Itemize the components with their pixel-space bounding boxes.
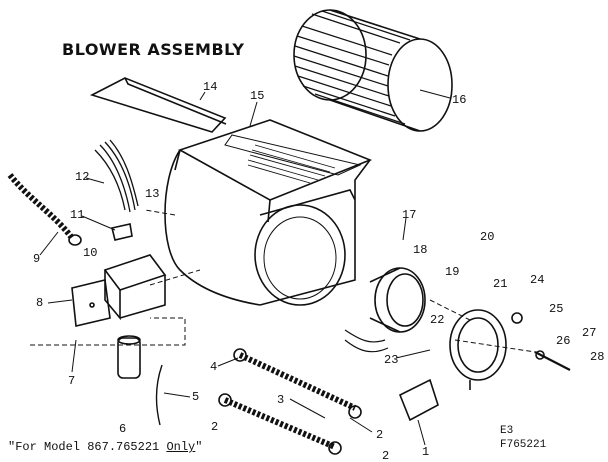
blower-motor bbox=[344, 267, 426, 353]
callout-2a: 2 bbox=[211, 420, 218, 434]
callout-3: 3 bbox=[277, 393, 284, 407]
callout-21: 21 bbox=[493, 277, 507, 291]
control-box bbox=[103, 223, 167, 321]
diagram-title: BLOWER ASSEMBLY bbox=[62, 40, 245, 59]
callout-28: 28 bbox=[590, 350, 604, 364]
blower-wheel bbox=[293, 9, 453, 132]
code-line-2: F765221 bbox=[500, 439, 547, 451]
callout-24: 24 bbox=[530, 273, 544, 287]
callout-2b: 2 bbox=[376, 428, 383, 442]
callout-2c: 2 bbox=[382, 449, 389, 462]
capacitor bbox=[117, 335, 141, 379]
callout-1: 1 bbox=[422, 445, 429, 459]
flex-conduit bbox=[7, 173, 82, 246]
footnote-suffix: " bbox=[195, 440, 203, 454]
motor-mount-arms bbox=[218, 348, 362, 455]
blower-housing bbox=[164, 119, 373, 306]
code-line-1: E3 bbox=[500, 425, 514, 437]
callout-5: 5 bbox=[192, 390, 199, 404]
callout-10: 10 bbox=[83, 246, 97, 260]
callout-12: 12 bbox=[75, 170, 89, 184]
callout-19: 19 bbox=[445, 265, 459, 279]
footnote-prefix: "For Model 867.765221 bbox=[8, 440, 167, 454]
callout-27: 27 bbox=[582, 326, 596, 340]
callout-14: 14 bbox=[203, 80, 217, 94]
model-footnote: "For Model 867.765221 Only" bbox=[8, 440, 202, 454]
callout-18: 18 bbox=[413, 243, 427, 257]
callout-8: 8 bbox=[36, 296, 43, 310]
motor-band bbox=[449, 309, 507, 390]
assembly-lines bbox=[30, 209, 536, 353]
callout-13: 13 bbox=[145, 187, 159, 201]
callout-26: 26 bbox=[556, 334, 570, 348]
cutoff-plate bbox=[89, 77, 227, 133]
capacitor-strap bbox=[155, 364, 163, 426]
wiring-harness bbox=[94, 139, 139, 213]
callout-7: 7 bbox=[68, 374, 75, 388]
callout-25: 25 bbox=[549, 302, 563, 316]
callout-9: 9 bbox=[33, 252, 40, 266]
mounting-bracket bbox=[71, 279, 111, 327]
callout-22: 22 bbox=[430, 313, 444, 327]
callout-11: 11 bbox=[70, 208, 84, 222]
leader-lines bbox=[39, 89, 451, 446]
callout-6: 6 bbox=[119, 422, 126, 436]
callout-23: 23 bbox=[384, 353, 398, 367]
callout-17: 17 bbox=[402, 208, 416, 222]
callout-4: 4 bbox=[210, 360, 217, 374]
hardware bbox=[511, 312, 571, 371]
callout-20: 20 bbox=[480, 230, 494, 244]
motor-bracket bbox=[398, 378, 439, 422]
callouts: 14 15 16 12 13 11 9 10 8 7 6 5 4 3 2 2 2… bbox=[33, 80, 604, 462]
callout-16: 16 bbox=[452, 93, 466, 107]
footnote-emphasis: Only bbox=[166, 440, 196, 454]
callout-15: 15 bbox=[250, 89, 264, 103]
